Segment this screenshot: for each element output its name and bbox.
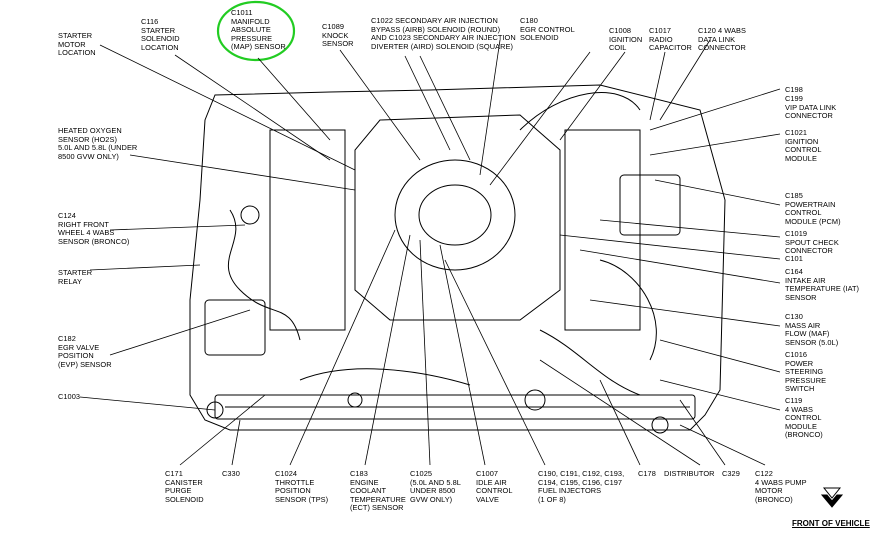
left-valve-cover xyxy=(269,129,346,331)
front-of-vehicle-arrow xyxy=(820,487,844,508)
label-c329: C329 xyxy=(722,469,740,478)
label-c190-fuel-injectors: C190, C191, C192, C193,C194, C195, C196,… xyxy=(538,469,625,504)
radiator-support xyxy=(214,394,696,420)
battery xyxy=(204,299,266,356)
intake-manifold xyxy=(354,114,561,321)
distributor-cap xyxy=(524,389,546,411)
label-c330: C330 xyxy=(222,469,240,478)
engine-bay-outline xyxy=(189,84,726,431)
map-sensor-highlight xyxy=(216,0,296,62)
label-c1003: C1003 xyxy=(58,392,81,401)
pcm-box xyxy=(619,174,681,236)
label-c101: C101 xyxy=(785,254,803,263)
front-of-vehicle-label: FRONT OF VEHICLE xyxy=(792,519,870,528)
label-c198: C198 xyxy=(785,85,803,94)
label-c178: C178 xyxy=(638,469,656,478)
label-distributor: DISTRIBUTOR xyxy=(664,469,715,478)
air-filter xyxy=(394,159,516,271)
right-valve-cover xyxy=(564,129,641,331)
